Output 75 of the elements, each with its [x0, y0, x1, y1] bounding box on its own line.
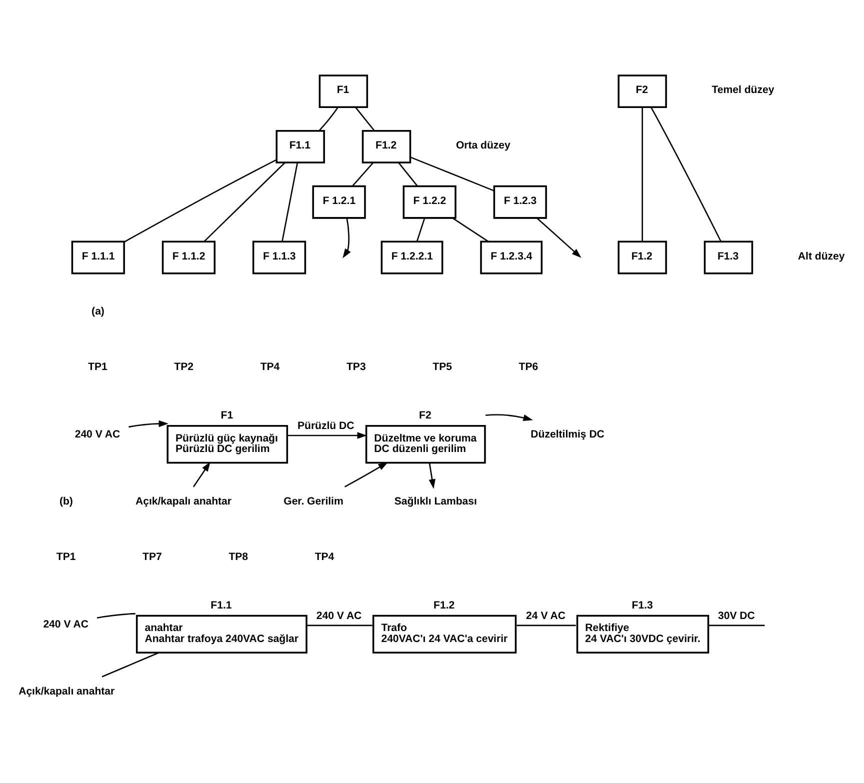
node-box: F1.1: [276, 130, 325, 163]
arrow: [128, 420, 168, 428]
label: TP2: [174, 360, 194, 373]
connector: [650, 106, 722, 242]
label: TP7: [142, 550, 162, 562]
node-box: Pürüzlü güç kaynağı Pürüzlü DC gerilim: [166, 424, 288, 464]
connector: [398, 162, 418, 186]
connector: [282, 162, 298, 242]
node-box: Rektifiye 24 VAC'ı 30VDC çevirir.: [576, 614, 710, 654]
node-box: F 1.2.2.1: [380, 240, 444, 274]
arrow: [428, 462, 436, 488]
arrow: [344, 462, 388, 487]
connector: [410, 156, 494, 191]
node-text: Sağlıklı Lambası: [394, 495, 477, 508]
node-box: F 1.2.3: [493, 184, 547, 218]
node-box: F 1.2.2: [402, 184, 456, 218]
label: Temel düzey: [712, 84, 774, 96]
node-text: 240 V AC: [43, 618, 88, 630]
node-text: Düzeltilmiş DC: [530, 428, 604, 440]
connector: [318, 106, 338, 131]
node-box: Düzeltme ve koruma DC düzenli gerilim: [365, 424, 486, 464]
arrow: [342, 218, 351, 258]
label: Alt düzey: [798, 250, 845, 262]
node-box: F 1.2.1: [312, 184, 366, 218]
label: TP5: [432, 360, 452, 373]
node-label: F1.1: [210, 598, 232, 611]
node-label: F1.3: [632, 598, 653, 611]
node-text: Ger. Gerilim: [284, 495, 344, 508]
connector: [307, 624, 372, 626]
node-box: Trafo 240VAC'ı 24 VAC'a cevirir: [372, 614, 517, 654]
connector: [102, 652, 158, 677]
node-box: anahtar Anahtar trafoya 240VAC sağlar: [136, 614, 308, 654]
edge-label: 30V DC: [718, 609, 755, 622]
label: (a): [92, 305, 104, 318]
arrow: [486, 414, 533, 421]
node-box: F 1.1.1: [71, 240, 125, 274]
connector: [642, 106, 643, 241]
node-box: F1.3: [704, 240, 754, 274]
label: TP4: [314, 550, 334, 562]
connector: [204, 162, 286, 242]
node-box: F1.2: [618, 240, 667, 274]
arrow: [192, 461, 210, 487]
node-text: 240 V AC: [74, 428, 120, 440]
label: TP8: [228, 550, 248, 562]
connector: [452, 217, 489, 242]
label: Orta düzey: [456, 139, 510, 152]
label: TP4: [260, 360, 280, 373]
connector: [516, 624, 576, 626]
connector: [355, 106, 375, 131]
node-box: F1.2: [362, 130, 412, 163]
label: TP6: [518, 360, 538, 373]
edge-label: 240 V AC: [316, 609, 362, 622]
node-text: Açık/kapalı anahtar: [18, 685, 115, 698]
connector: [96, 612, 136, 618]
node-label: F1.2: [434, 598, 455, 611]
node-box: F1: [318, 74, 368, 108]
label: TP1: [88, 360, 108, 373]
connector: [708, 624, 765, 626]
node-text: Açık/kapalı anahtar: [136, 495, 232, 508]
label: TP3: [346, 360, 366, 373]
node-box: F 1.1.2: [162, 240, 216, 274]
node-label: F2: [419, 408, 432, 421]
node-label: F1: [220, 408, 234, 421]
node-box: F 1.2.3.4: [480, 240, 543, 274]
node-box: F 1.1.3: [252, 240, 306, 274]
arrow: [288, 432, 367, 438]
arrow: [536, 217, 582, 258]
label: TP1: [56, 550, 76, 562]
edge-label: 24 V AC: [526, 609, 566, 622]
label: (b): [59, 495, 73, 508]
edge-label: Pürüzlü DC: [297, 420, 354, 432]
connector: [124, 158, 277, 242]
connector: [352, 162, 374, 186]
connector: [416, 218, 426, 242]
node-box: F2: [618, 74, 667, 108]
